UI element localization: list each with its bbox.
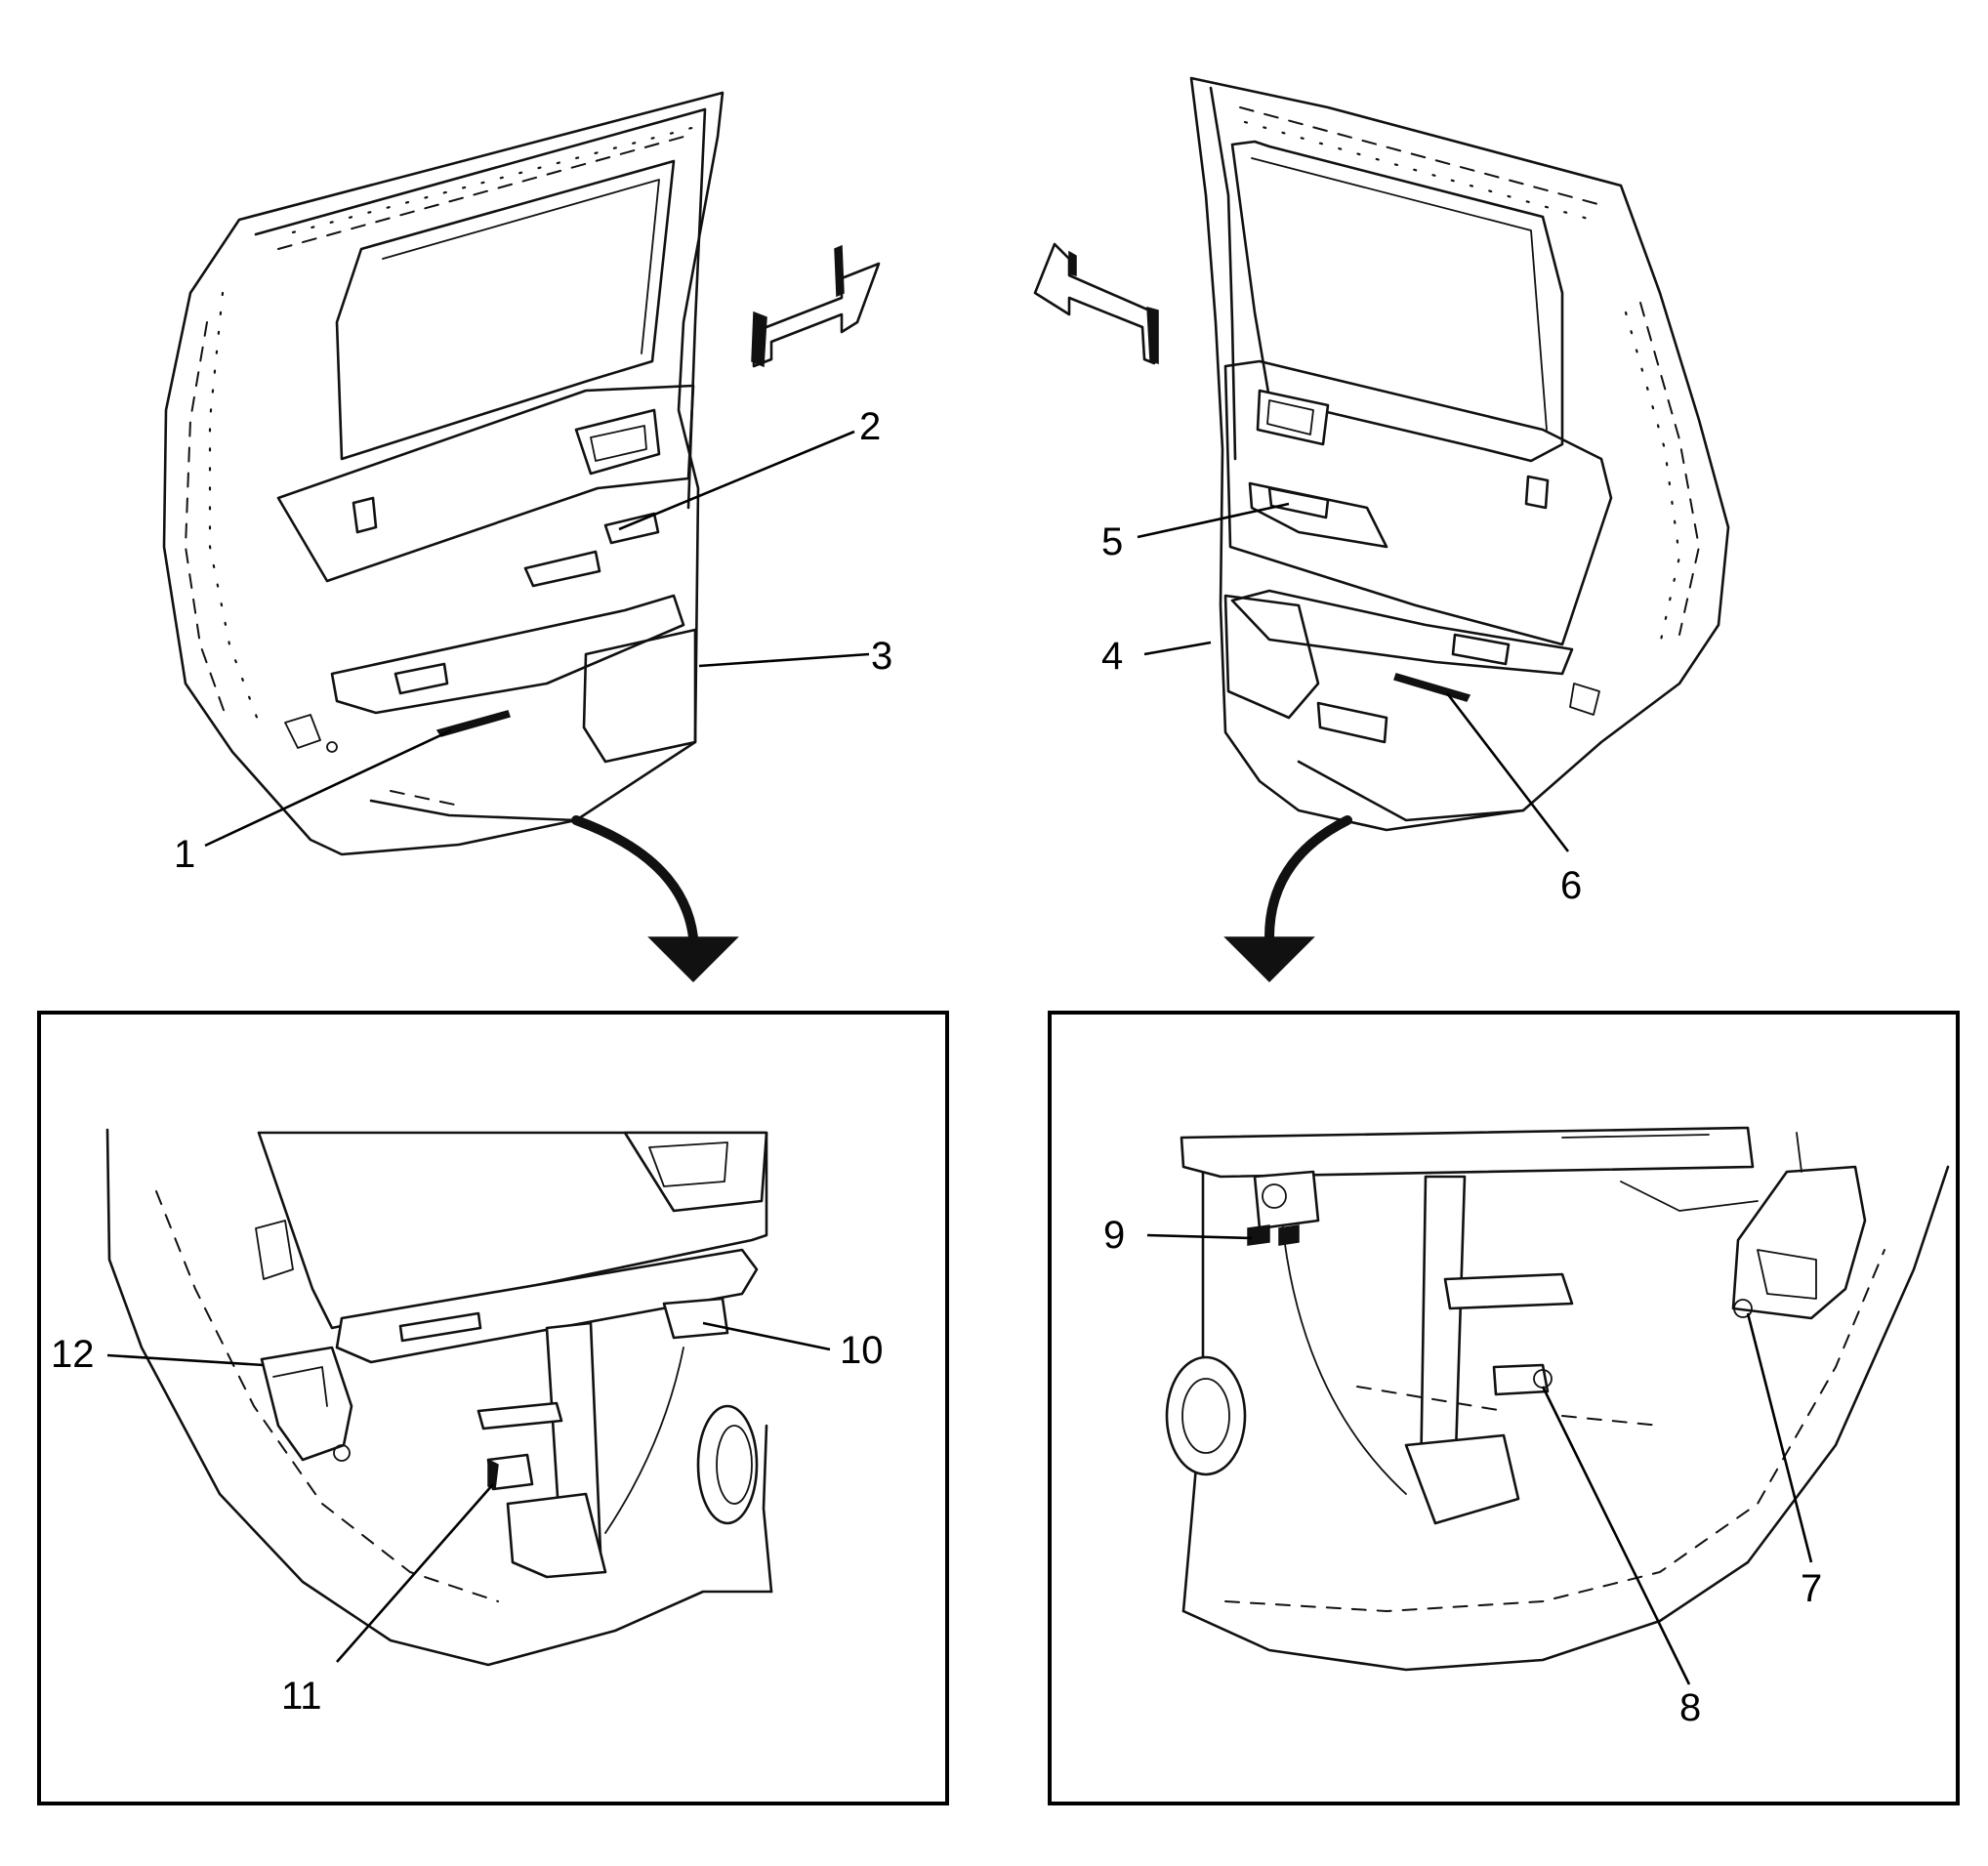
right-door-shell xyxy=(1189,76,1730,832)
leader-7 xyxy=(1746,1312,1813,1563)
leader-4 xyxy=(1143,641,1212,656)
leader-5 xyxy=(1137,502,1290,539)
callout-7: 7 xyxy=(1801,1567,1822,1610)
right-detail-content xyxy=(1165,1126,1950,1672)
right-door xyxy=(1189,76,1730,832)
left-door xyxy=(162,91,725,856)
right-detail-handle xyxy=(1443,1272,1574,1310)
left-speaker-grille xyxy=(582,628,697,764)
callout-6: 6 xyxy=(1560,864,1582,907)
callout-9: 9 xyxy=(1103,1214,1125,1257)
left-detail-content xyxy=(105,1128,773,1667)
left-detail-speaker xyxy=(696,1404,759,1525)
direction-arrow-right xyxy=(751,244,881,368)
left-door-bottom xyxy=(369,799,578,822)
left-detail-regulator-bottom xyxy=(506,1492,607,1579)
left-pull-cup xyxy=(523,550,601,588)
right-detail-speaker xyxy=(1165,1355,1247,1476)
callout-5: 5 xyxy=(1101,520,1123,563)
right-door-inner-edge xyxy=(1209,86,1237,461)
right-detail-motor xyxy=(1253,1170,1320,1230)
callout-1: 1 xyxy=(174,833,195,876)
direction-arrow-left xyxy=(1033,242,1159,365)
right-detail-sensor xyxy=(1492,1363,1550,1396)
right-door-trim-upper xyxy=(1223,359,1613,646)
left-door-latch xyxy=(284,714,321,749)
callout-2: 2 xyxy=(859,405,881,448)
right-detail-latch xyxy=(1731,1165,1867,1320)
callout-10: 10 xyxy=(840,1329,884,1372)
leader-9 xyxy=(1146,1233,1253,1240)
left-lower-reflector xyxy=(393,662,449,695)
callout-12: 12 xyxy=(51,1333,95,1376)
callout-8: 8 xyxy=(1679,1686,1701,1729)
right-detail-trim-top xyxy=(1180,1126,1755,1179)
leader-11 xyxy=(336,1483,494,1663)
right-door-bottom xyxy=(1297,760,1525,822)
right-reflector-strip xyxy=(1393,673,1471,702)
left-detail-handle-bezel xyxy=(623,1131,768,1213)
right-lower-pull-cup xyxy=(1316,701,1388,744)
leader-3 xyxy=(698,652,870,668)
left-door-trim-upper xyxy=(276,384,695,583)
right-window-opening xyxy=(1230,140,1564,463)
callout-labels: 1 2 3 4 5 6 7 8 9 10 11 12 xyxy=(51,405,1822,1729)
right-detail-frame xyxy=(1048,1011,1960,1805)
left-window-opening xyxy=(335,159,676,461)
leader-1 xyxy=(204,728,452,848)
right-detail-regulator-bottom xyxy=(1404,1433,1520,1525)
leader-lines xyxy=(106,430,1813,1685)
right-lock-knob xyxy=(1524,475,1550,510)
callout-11: 11 xyxy=(281,1675,322,1718)
curved-arrow-right xyxy=(1223,815,1352,983)
left-door-shell xyxy=(162,91,725,856)
right-lower-reflector xyxy=(1451,633,1511,666)
callout-3: 3 xyxy=(871,635,892,678)
left-detail-frame xyxy=(37,1011,949,1805)
leader-6 xyxy=(1445,692,1570,852)
leader-8 xyxy=(1541,1386,1691,1685)
left-inside-handle xyxy=(574,408,661,476)
curved-arrow-left xyxy=(571,815,739,983)
leader-12 xyxy=(106,1353,265,1367)
leader-2 xyxy=(618,430,855,531)
callout-4: 4 xyxy=(1101,635,1123,678)
right-window-switch xyxy=(1267,486,1330,519)
right-speaker-grille xyxy=(1223,594,1320,720)
left-detail-latch-module xyxy=(260,1346,353,1462)
right-armrest xyxy=(1230,589,1574,676)
left-armrest xyxy=(330,594,685,715)
right-door-latch xyxy=(1569,683,1600,716)
leader-10 xyxy=(702,1321,831,1351)
left-detail-handle-rod xyxy=(476,1401,563,1431)
left-lock-knob xyxy=(352,496,378,534)
left-window-switch xyxy=(603,512,660,545)
left-detail-switch-module xyxy=(662,1297,729,1340)
